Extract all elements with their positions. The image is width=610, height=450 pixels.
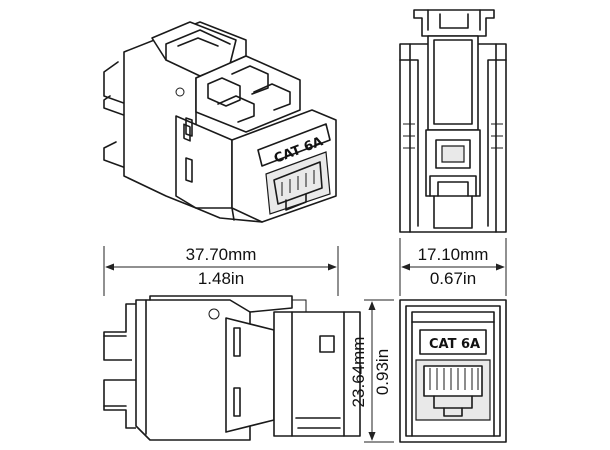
front-cat-label: CAT 6A: [429, 337, 480, 352]
width-mm-label: 17.10mm: [418, 245, 489, 264]
width-in-label: 0.67in: [430, 269, 476, 288]
isometric-view: CAT 6A: [103, 21, 337, 223]
length-dimension: 37.70mm 1.48in: [103, 245, 339, 296]
height-mm-label: 23.64mm: [349, 337, 368, 408]
width-dimension: 17.10mm 0.67in: [399, 238, 507, 296]
height-in-label: 0.93in: [373, 349, 392, 395]
front-view: CAT 6A: [399, 299, 507, 443]
height-dimension: 23.64mm 0.93in: [349, 299, 394, 443]
side-view: [103, 295, 361, 441]
length-in-label: 1.48in: [198, 269, 244, 288]
port-contacts: [429, 368, 479, 390]
length-mm-label: 37.70mm: [186, 245, 257, 264]
top-view: [399, 9, 507, 233]
